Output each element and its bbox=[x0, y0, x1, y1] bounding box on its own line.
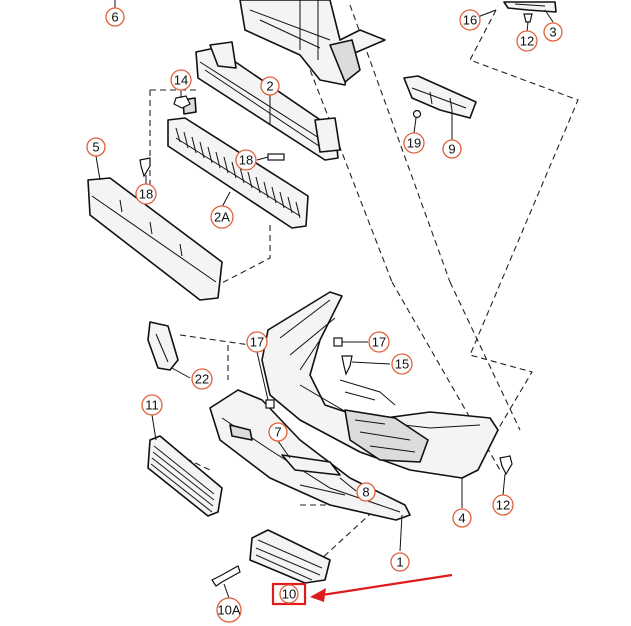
callout-16-label: 16 bbox=[463, 13, 477, 28]
callout-8-label: 8 bbox=[362, 485, 369, 500]
callout-5-label: 5 bbox=[92, 140, 99, 155]
callout-9-label: 9 bbox=[448, 142, 455, 157]
foam-absorber bbox=[87, 177, 223, 301]
callout-11-label: 11 bbox=[145, 398, 159, 413]
callout-7-label: 7 bbox=[274, 425, 281, 440]
callout-17-right-label: 17 bbox=[372, 335, 386, 350]
callout-2: 2 bbox=[260, 76, 280, 96]
callout-10-label: 10 bbox=[282, 587, 296, 602]
callout-18-left: 18 bbox=[135, 183, 157, 205]
energy-absorber bbox=[167, 117, 309, 229]
callout-17-left: 17 bbox=[246, 331, 268, 353]
callout-3-label: 3 bbox=[549, 25, 556, 40]
callout-5: 5 bbox=[86, 137, 106, 157]
callout-15-label: 15 bbox=[395, 357, 409, 372]
left-grille bbox=[147, 435, 223, 517]
side-guide bbox=[147, 321, 179, 371]
callout-7: 7 bbox=[268, 422, 288, 442]
callout-18-left-label: 18 bbox=[139, 187, 153, 202]
callout-12-right-label: 12 bbox=[496, 498, 510, 513]
callout-3: 3 bbox=[543, 22, 563, 42]
trim-strips bbox=[281, 454, 346, 496]
callout-18-mid: 18 bbox=[235, 149, 257, 171]
callout-10A: 10A bbox=[216, 597, 242, 623]
callout-19-label: 19 bbox=[407, 136, 421, 151]
callout-12-right: 12 bbox=[492, 494, 514, 516]
side-bracket bbox=[403, 75, 477, 119]
callout-1: 1 bbox=[390, 552, 410, 572]
callout-11: 11 bbox=[141, 394, 163, 416]
callout-4: 4 bbox=[452, 508, 472, 528]
callout-12-top: 12 bbox=[516, 30, 538, 52]
callout-8: 8 bbox=[356, 482, 376, 502]
callout-19: 19 bbox=[403, 132, 425, 154]
callout-2A: 2A bbox=[210, 205, 234, 229]
bumper-reinforcement bbox=[182, 41, 341, 161]
callout-18-mid-label: 18 bbox=[239, 153, 253, 168]
callout-9: 9 bbox=[442, 139, 462, 159]
top-right-bracket bbox=[503, 1, 557, 23]
callout-12-top-label: 12 bbox=[520, 34, 534, 49]
callout-16: 16 bbox=[459, 9, 481, 31]
callout-22-label: 22 bbox=[195, 372, 209, 387]
front-carrier bbox=[239, 0, 386, 86]
callout-6: 6 bbox=[105, 7, 125, 27]
callout-6-label: 6 bbox=[111, 10, 118, 25]
callout-22: 22 bbox=[191, 368, 213, 390]
callout-14: 14 bbox=[170, 69, 192, 91]
callout-2A-label: 2A bbox=[214, 210, 230, 225]
callout-2-label: 2 bbox=[266, 79, 273, 94]
callout-17-right: 17 bbox=[368, 331, 390, 353]
callout-15: 15 bbox=[391, 353, 413, 375]
callout-14-label: 14 bbox=[174, 73, 188, 88]
red-pointer-arrow bbox=[310, 573, 453, 602]
bumper-cover bbox=[261, 291, 499, 479]
fasteners bbox=[139, 95, 513, 587]
leader-lines bbox=[95, 0, 554, 599]
callout-10-highlighted: 10 bbox=[271, 582, 307, 606]
lower-grille bbox=[249, 529, 331, 584]
callout-1-label: 1 bbox=[396, 555, 403, 570]
callout-10A-label: 10A bbox=[217, 603, 240, 618]
callout-4-label: 4 bbox=[458, 511, 465, 526]
callout-17-left-label: 17 bbox=[250, 335, 264, 350]
